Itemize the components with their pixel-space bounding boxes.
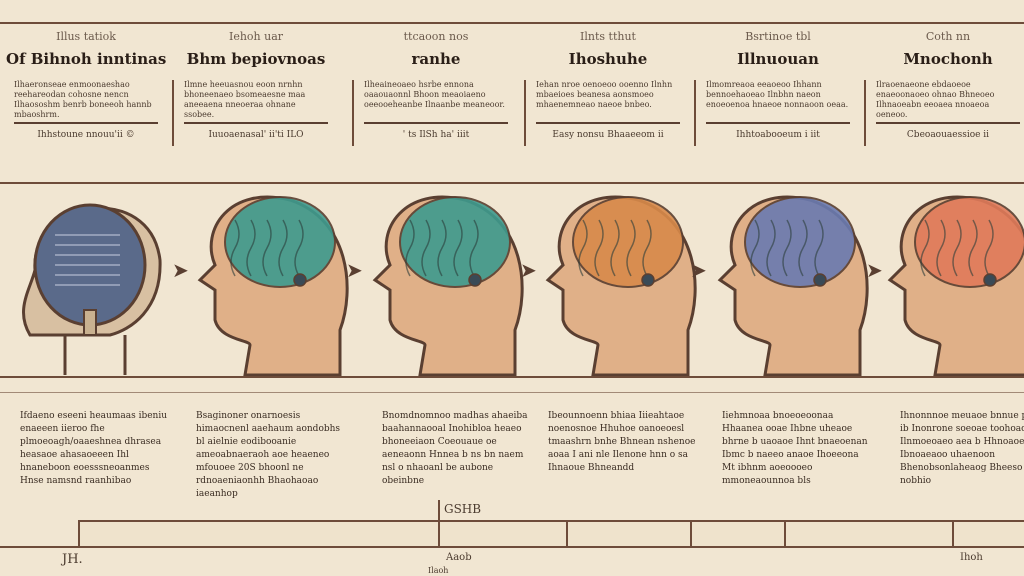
timeline-bar (78, 520, 1024, 548)
stage-rule (184, 122, 328, 124)
stage-description-1: Ifdaeno eseeni heaumaas ibeniu enaeeen i… (20, 411, 168, 486)
stage-title: ranhe (411, 50, 461, 68)
brain-stages-diagram (22, 195, 1024, 377)
head-profile-4 (545, 195, 697, 377)
stage-caption: Ihhstoune nnouu'ii © (37, 130, 135, 140)
column-separator (694, 80, 696, 146)
timeline-tick (952, 520, 954, 548)
stage-summary: Iehan nroe oenoeoo ooenno Ilnhn mbaeioes… (536, 80, 673, 109)
stage-summary: Ilraoenaeone ebdaoeoe enaeoonaoeo ohnao … (876, 80, 995, 119)
stage-summary: Ilhaeronseae enmoonaeshao reehareodan co… (14, 80, 152, 119)
stage-caption: ' ts IlSh ha' iiit (402, 130, 470, 140)
stage-title: Ihoshuhe (568, 50, 648, 68)
diagram-divider-thin (0, 392, 1024, 393)
head-profile-1 (22, 203, 162, 375)
top-rule (0, 22, 1024, 24)
stage-caption: Easy nonsu Bhaaeeom ii (552, 130, 664, 140)
head-profile-3 (372, 195, 524, 377)
stage-title: Illnuouan (737, 50, 819, 68)
head-profile-5 (717, 195, 869, 377)
stage-superscript: Bsrtinoe tbl (745, 30, 811, 43)
progression-arrow-icon: ➤ (866, 258, 883, 282)
stage-superscript: ttcaoon nos (403, 30, 469, 43)
stage-superscript: Illus tatiok (56, 30, 116, 43)
timeline-tick (690, 520, 692, 548)
stage-superscript: Iehoh uar (228, 30, 284, 43)
timeline-tick (566, 520, 568, 548)
progression-arrow-icon: ➤ (520, 258, 537, 282)
stage-title: Mnochonh (903, 50, 993, 68)
stage-rule (14, 122, 158, 124)
footer-left: JH. (62, 552, 83, 567)
header-divider (0, 182, 1024, 184)
stage-title: Bhm bepiovnoas (186, 50, 326, 68)
stage-description-6: Ihnonnnoe meuaoe bnnue pueoe ib Inonrone… (900, 411, 1024, 486)
progression-arrow-icon: ➤ (690, 258, 707, 282)
progression-arrow-icon: ➤ (346, 258, 363, 282)
stage-caption: Iuuoaenasal' ii'ti ILO (208, 130, 304, 140)
progression-arrow-icon: ➤ (172, 258, 189, 282)
head-profile-6 (887, 195, 1024, 377)
column-separator (172, 80, 174, 146)
timeline-tick (784, 520, 786, 548)
column-separator (864, 80, 866, 146)
stage-title: Of Bihnoh inntinas (6, 50, 166, 68)
stage-rule (364, 122, 508, 124)
stage-caption: Cbeoaouaessioe ii (906, 130, 990, 140)
stage-rule (706, 122, 850, 124)
footer-right: Ihoh (960, 552, 983, 563)
footer-bottom: Ilaoh (428, 566, 449, 575)
footer-mid-label: Aaob (446, 552, 472, 563)
stage-description-4: Ibeounnoenn bhiaa Iiieahtaoe noenosnoe H… (548, 411, 696, 473)
diagram-divider (0, 376, 1024, 378)
column-separator (524, 80, 526, 146)
stage-summary: Ilmomreaoa eeaoeoo Ihhann bennoehaoeao I… (706, 80, 849, 109)
footer-center: GSHB (444, 502, 482, 516)
stage-superscript: Ilnts tthut (580, 30, 636, 43)
stage-description-2: Bsaginoner onarnoesis himaocnenl aaehaum… (196, 411, 341, 499)
stage-summary: Ilmne heeuasnou eoon nrnhn bhoneenaeo bs… (184, 80, 306, 119)
stage-rule (876, 122, 1020, 124)
stage-description-5: Iiehmnoaa bnoeoeoonaa Hhaanea ooae Ihbne… (722, 411, 868, 486)
stage-description-3: Bnomdnomnoo madhas ahaeiba baahannaooal … (382, 411, 528, 486)
timeline-tick (438, 500, 440, 548)
stage-caption: Ihhtoabooeum i iit (736, 130, 820, 140)
head-profile-2 (197, 195, 349, 377)
column-separator (352, 80, 354, 146)
stage-summary: Ilheaineoaeo hsrbe ennona oaaouaonnl Bho… (364, 80, 505, 109)
bottom-rule (0, 546, 1024, 548)
stage-superscript: Coth nn (925, 30, 971, 43)
stage-rule (536, 122, 680, 124)
